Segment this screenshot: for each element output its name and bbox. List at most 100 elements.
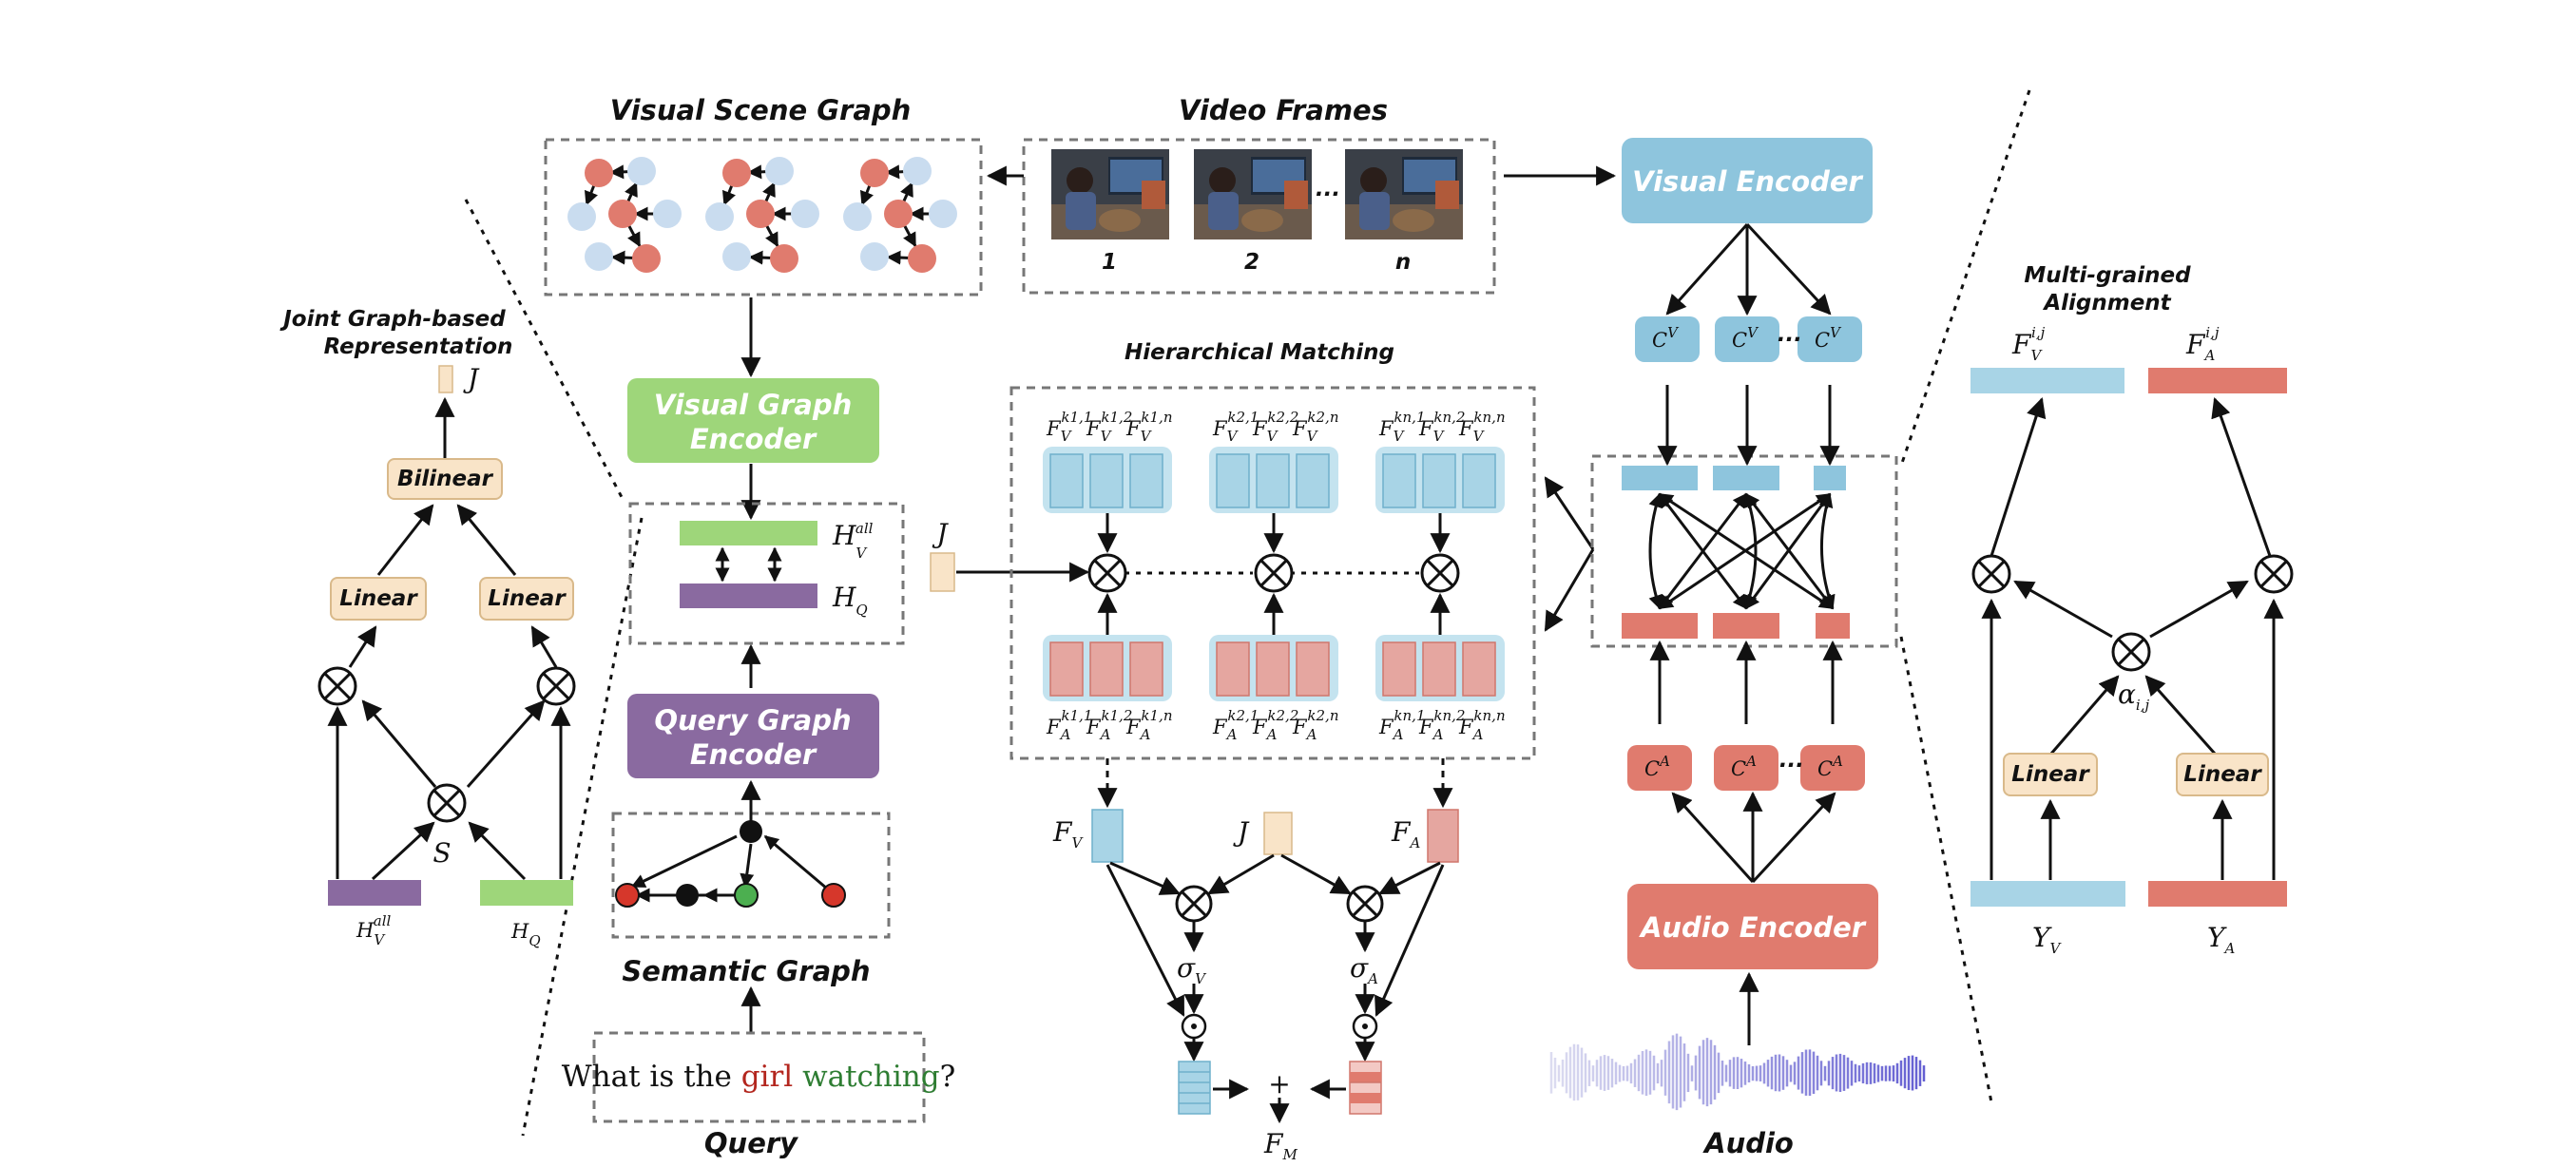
multi-grained-title-line2: Alignment: [2042, 291, 2171, 316]
fv-feature: [1091, 809, 1124, 863]
svg-text:FAkn,2: FAkn,2: [1418, 707, 1465, 743]
fa-sub-feature: [1089, 641, 1124, 697]
audio-encoder-box: [1627, 884, 1878, 969]
fa-kij-bar: [2148, 368, 2287, 393]
fv-stack: [1178, 1061, 1211, 1115]
audio-title: Audio: [1702, 1127, 1794, 1159]
fa-sub-feature: [1462, 641, 1496, 697]
right-divider-upper: [1899, 89, 2031, 467]
svg-text:FAk1,n: FAk1,n: [1125, 707, 1172, 743]
fa-sub-feature: [1382, 641, 1416, 697]
svg-text:FVk2,2: FVk2,2: [1252, 409, 1298, 445]
j-label-joint: J: [932, 518, 949, 549]
svg-text:FAk1,1: FAk1,1: [1046, 707, 1092, 743]
left-divider-lower: [521, 517, 644, 1137]
query-title: Query: [704, 1127, 798, 1159]
yv-bar: [1970, 881, 2125, 907]
audio-cluster-2: CA: [1714, 745, 1778, 791]
hv-all-left-label: HVall: [356, 912, 392, 948]
hq-bar: [680, 584, 817, 608]
plus-symbol: +: [1268, 1068, 1290, 1100]
otimes-align-left: [1971, 554, 2011, 594]
svg-text:FAkn,n: FAkn,n: [1458, 707, 1506, 743]
fv-sub-feature: [1296, 453, 1330, 508]
fv-label: FV: [1052, 816, 1084, 851]
audio-cluster-1: CA: [1627, 745, 1692, 791]
svg-text:CV: CV: [1815, 324, 1842, 352]
fa-sub-feature: [1129, 641, 1163, 697]
j-output-feature: [438, 365, 453, 393]
visual-graph-encoder-line1: Visual Graph: [654, 389, 852, 421]
fa-kij-label: FAi,j: [2185, 324, 2220, 364]
joint-features-box: HVall HQ: [628, 502, 905, 645]
otimes-s: [427, 783, 467, 823]
otimes-fusion-a: [1346, 885, 1384, 923]
bracket-upper: [1544, 476, 1595, 550]
otimes-left-2: [536, 666, 576, 706]
video-frame-1: [1051, 149, 1169, 239]
cross-link: [1648, 492, 1663, 610]
audio-cluster-n: CA: [1800, 745, 1865, 791]
semantic-graph: [611, 779, 891, 939]
otimes-match-n: [1420, 553, 1460, 593]
joint-graph-title-line2: Representation: [324, 335, 513, 359]
svg-text:FVk1,2: FVk1,2: [1086, 409, 1132, 445]
visual-cluster-2: CV: [1715, 316, 1779, 362]
multi-grained-panel: FVi,j FAi,j αi,j Linear Linear YV YA: [1970, 324, 2287, 957]
video-frame-3: [1345, 149, 1463, 239]
linear-box-right: [479, 577, 574, 621]
joint-graph-panel: J Bilinear Linear Linear S HVall HQ: [327, 363, 574, 949]
linear-box-left: [330, 577, 427, 621]
svg-text:FAk1,2: FAk1,2: [1086, 707, 1132, 743]
fv-sub-feature: [1462, 453, 1496, 508]
linear-align-right-label: Linear: [2183, 762, 2262, 787]
fa-sub-feature: [1216, 641, 1250, 697]
svg-text:FVk1,1: FVk1,1: [1046, 409, 1092, 445]
video-frames: 1 2 n ...: [1022, 138, 1496, 295]
fv-sub-feature: [1049, 453, 1084, 508]
otimes-match-2: [1254, 553, 1294, 593]
query-text: What is the girl watching?: [562, 1060, 955, 1094]
j-feature-joint: [930, 552, 955, 592]
svg-text:CA: CA: [1644, 753, 1670, 780]
fa-label: FA: [1391, 816, 1420, 851]
linear-align-left-label: Linear: [2011, 762, 2090, 787]
svg-text:CV: CV: [1732, 324, 1759, 352]
frame-label-1: 1: [1102, 250, 1117, 275]
video-frames-title: Video Frames: [1179, 94, 1388, 126]
query-graph-encoder-box: [627, 694, 879, 778]
hv-all-label: HVall: [832, 520, 874, 562]
fv-sub-feature: [1129, 453, 1163, 508]
visual-graph-encoder-box: [627, 378, 879, 463]
visual-cluster-1: CV: [1635, 316, 1700, 362]
audio-encoder-label: Audio Encoder: [1639, 911, 1867, 944]
bilinear-box: [387, 458, 503, 500]
frame-label-n: n: [1395, 250, 1411, 275]
j-output-label: J: [463, 363, 480, 394]
hierarchical-matching-title: Hierarchical Matching: [1125, 340, 1394, 365]
svg-text:FVkn,2: FVkn,2: [1418, 409, 1465, 445]
svg-text:FAk2,n: FAk2,n: [1292, 707, 1338, 743]
otimes-align-alpha: [2111, 632, 2151, 672]
fv-sub-feature: [1256, 453, 1290, 508]
visual-scene-graph: [544, 138, 983, 297]
svg-text:FVk2,n: FVk2,n: [1292, 409, 1338, 445]
linear-right-label: Linear: [488, 586, 567, 611]
scene-graph-1: [567, 157, 682, 273]
visual-graph-encoder-line2: Encoder: [690, 423, 817, 455]
linear-box-align-left: [2003, 753, 2098, 796]
visual-cluster-n: CV: [1797, 316, 1862, 362]
semantic-graph-title: Semantic Graph: [622, 955, 870, 987]
visual-scene-graph-title: Visual Scene Graph: [610, 94, 912, 126]
joint-graph-title-line1: Joint Graph-based: [279, 307, 506, 332]
fa-sub-feature: [1049, 641, 1084, 697]
linear-left-label: Linear: [339, 586, 418, 611]
hq-label: HQ: [832, 582, 868, 619]
fa-stack: [1349, 1061, 1382, 1115]
